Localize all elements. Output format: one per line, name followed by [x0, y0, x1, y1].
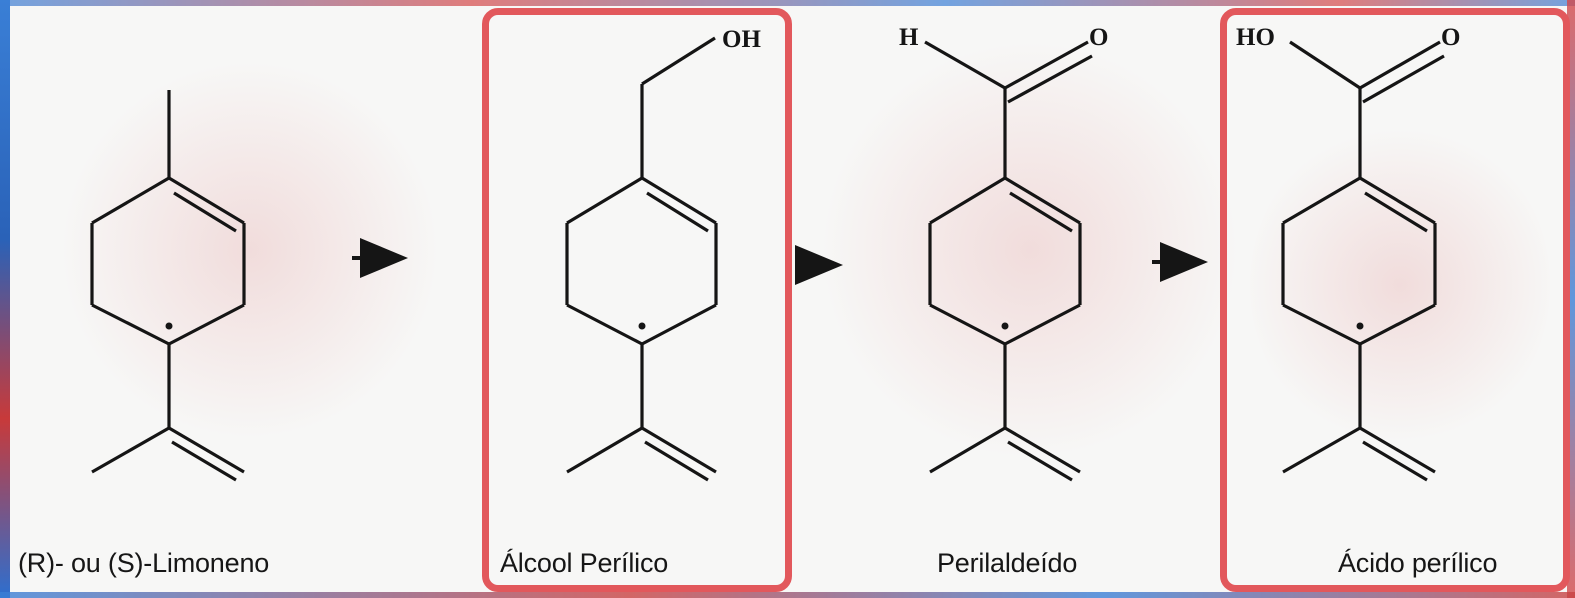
molecule-perilaldeido	[924, 40, 1093, 482]
compound-label-alcool-perilico: Álcool Perílico	[500, 548, 669, 578]
atom-label-o: O	[1441, 24, 1460, 51]
highlight-box-alcool-perilico	[482, 8, 792, 592]
frame-edge-bottom	[0, 592, 1575, 598]
stereocenter-dot	[1356, 322, 1364, 330]
frame-edge-top	[0, 0, 1575, 6]
molecule-acido-perilico	[1281, 40, 1445, 482]
molecule-alcool-perilico	[565, 36, 718, 482]
atom-label-oh: OH	[722, 26, 761, 53]
background-texture	[1250, 120, 1550, 450]
compound-label-limoneno: (R)- ou (S)-Limoneno	[18, 548, 270, 578]
atom-label-ho: HO	[1236, 24, 1275, 51]
frame-edge-right	[1567, 0, 1575, 598]
stereocenter-dot	[638, 322, 646, 330]
highlight-box-acido-perilico	[1220, 8, 1570, 592]
atom-label-h: H	[899, 24, 919, 51]
compound-label-acido-perilico: Ácido perílico	[1338, 548, 1498, 578]
atom-label-o: O	[1089, 24, 1108, 51]
molecule-limoneno	[90, 90, 246, 482]
stereocenter-dot	[165, 322, 173, 330]
compound-label-perilaldeido: Perilaldeído	[937, 548, 1078, 578]
stereocenter-dot	[1001, 322, 1009, 330]
frame-edge-left	[0, 0, 10, 598]
